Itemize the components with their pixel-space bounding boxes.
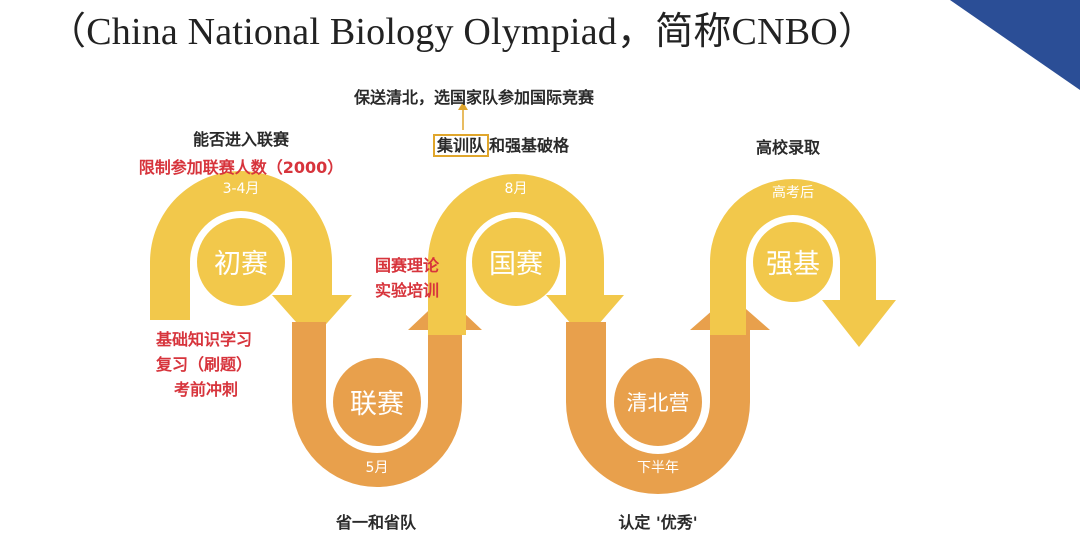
training-team-box: 集训队	[433, 134, 490, 157]
qingbeiying-time: 下半年	[637, 460, 679, 476]
qiangji-result-label: 高校录取	[755, 138, 821, 157]
liansai-circle	[333, 358, 421, 446]
guosai-label: 国赛	[489, 249, 543, 280]
qiangji-circle	[753, 222, 833, 302]
guosai-circle	[472, 218, 560, 306]
guosai-time: 8月	[505, 181, 528, 197]
national-theory-label: 国赛理论	[375, 256, 440, 275]
chusai-arc	[150, 171, 352, 340]
chusai-time: 3-4月	[223, 181, 260, 197]
guosai-outcome-rest: 和强基破格	[489, 136, 570, 155]
liansai-label: 联赛	[350, 389, 404, 420]
qingbeiying-circle	[614, 358, 702, 446]
prep-sprint-label: 考前冲刺	[174, 380, 239, 399]
qiangji-arc	[710, 179, 896, 347]
national-lab-label: 实验培训	[375, 281, 440, 300]
chusai-limit-label: 限制参加联赛人数（2000）	[138, 158, 344, 177]
qingbeiying-label: 清北营	[627, 391, 690, 415]
liansai-arc	[292, 295, 482, 487]
qiangji-label: 强基	[766, 249, 820, 280]
corner-decoration	[950, 0, 1080, 90]
guosai-outcome: 集训队和强基破格	[433, 132, 570, 157]
qiangji-time: 高考后	[772, 184, 814, 201]
qingbeiying-arc	[566, 295, 770, 494]
chusai-circle	[197, 218, 285, 306]
liansai-time: 5月	[366, 460, 389, 476]
top-goal-label: 保送清北，选国家队参加国际竞赛	[353, 88, 595, 107]
chusai-label: 初赛	[214, 249, 268, 280]
qingbei-result-label: 认定 '优秀'	[618, 513, 698, 532]
page-title: （China National Biology Olympiad，简称CNBO）	[48, 11, 877, 53]
chusai-question-label: 能否进入联赛	[192, 130, 290, 149]
prep-review-label: 复习（刷题）	[156, 355, 253, 374]
prep-study-label: 基础知识学习	[156, 330, 253, 349]
liansai-result-label: 省一和省队	[335, 513, 417, 532]
goal-pointer-arrow	[458, 102, 468, 130]
guosai-arc	[428, 174, 624, 340]
